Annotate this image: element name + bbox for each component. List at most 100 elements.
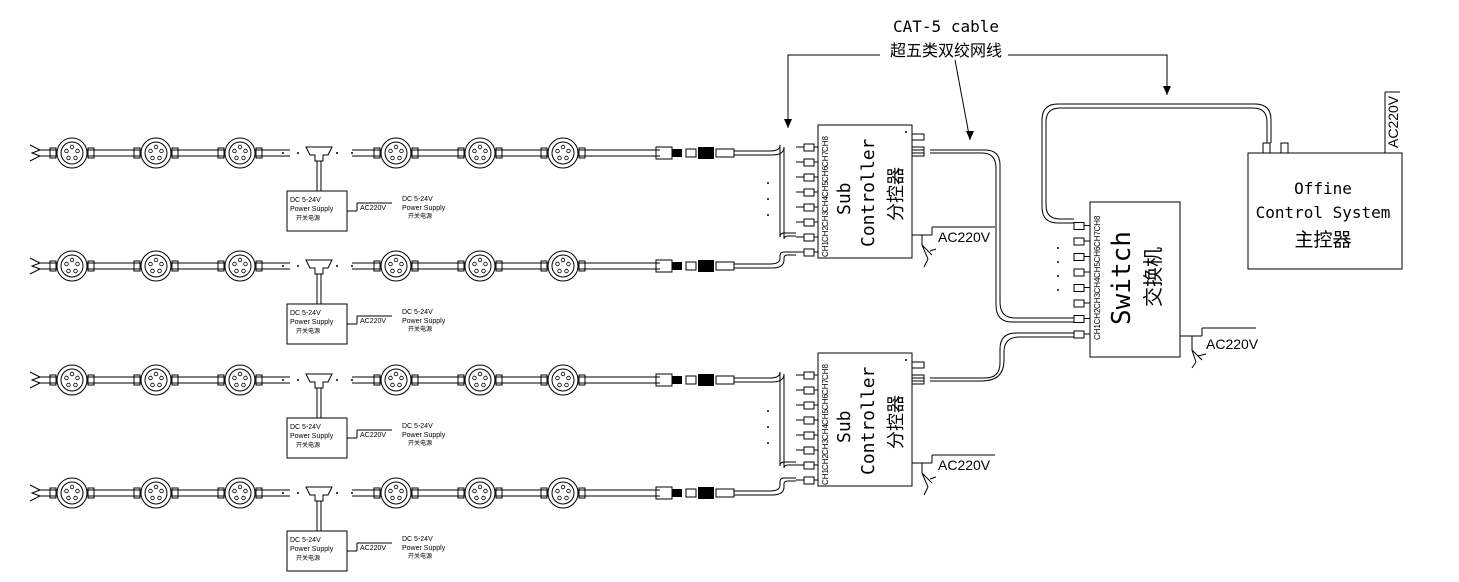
led-pixel	[133, 137, 179, 169]
switch-port: CH7	[1073, 230, 1102, 247]
sub-controller-label: Sub	[834, 182, 855, 215]
note-zh: 开关电源	[408, 552, 432, 560]
dot	[767, 182, 769, 184]
ps-label: Power Supply	[290, 546, 334, 553]
ps-ac: AC220V	[360, 318, 386, 325]
note-zh: 开关电源	[408, 325, 432, 333]
led-pixel	[133, 477, 179, 509]
ps-label: Power Supply	[290, 319, 334, 326]
network-cables	[930, 103, 1272, 382]
led-pixel	[373, 364, 419, 396]
dot	[1057, 289, 1059, 291]
switch-port: CH5	[1073, 261, 1102, 278]
switch-port: CH3	[1073, 292, 1102, 309]
sub-channel-label: CH5	[821, 408, 830, 425]
led-pixel	[540, 137, 586, 169]
waterproof-connector	[655, 259, 735, 273]
note-label: Power Supply	[402, 432, 446, 439]
note-zh: 开关电源	[408, 212, 432, 220]
led-pixel	[373, 137, 419, 169]
sub-controller-label: Sub	[834, 410, 855, 443]
ps-zh: 开关电源	[296, 214, 320, 222]
sub-channel-label: CH1	[821, 468, 830, 485]
led-pixel	[457, 250, 503, 282]
ps-voltage: DC 5-24V	[290, 197, 321, 204]
switch-channel-label: CH2	[1093, 308, 1102, 325]
note-label: Power Supply	[402, 205, 446, 212]
led-pixel	[457, 477, 503, 509]
note-zh: 开关电源	[408, 439, 432, 447]
dot	[767, 410, 769, 412]
ps-zh: 开关电源	[296, 554, 320, 562]
led-pixel	[133, 250, 179, 282]
led-pixel	[49, 250, 95, 282]
note-label: Power Supply	[402, 545, 446, 552]
sub-channel-label: CH4	[821, 195, 830, 212]
sub-channel-label: CH6	[821, 165, 830, 182]
switch-channel-label: CH5	[1093, 261, 1102, 278]
switch-port: CH6	[1073, 246, 1102, 263]
ps-label: Power Supply	[290, 433, 334, 440]
led-pixel	[540, 364, 586, 396]
waterproof-connector	[655, 146, 735, 160]
switch-power-label: AC220V	[1206, 336, 1259, 352]
cable-callout-arrows	[784, 54, 1171, 141]
sub-controller-power-label: AC220V	[938, 457, 991, 473]
note-voltage: DC 5-24V	[402, 423, 433, 430]
switch-port: CH1	[1073, 323, 1102, 340]
switch-channel-label: CH4	[1093, 277, 1102, 294]
sub-channel-label: CH6	[821, 393, 830, 410]
switch-channel-label: CH1	[1093, 323, 1102, 340]
cable-label-zh: 超五类双绞网线	[890, 42, 1002, 60]
sub-channel-label: CH7	[821, 150, 830, 167]
ps-ac: AC220V	[360, 545, 386, 552]
led-pixel	[217, 477, 263, 509]
note-voltage: DC 5-24V	[402, 309, 433, 316]
ps-zh: 开关电源	[296, 327, 320, 335]
sub-channel-label: CH4	[821, 423, 830, 440]
ps-voltage: DC 5-24V	[290, 537, 321, 544]
led-pixel	[540, 250, 586, 282]
sub-channel-label: CH3	[821, 210, 830, 227]
switch-port: CH8	[1073, 215, 1102, 232]
note-voltage: DC 5-24V	[402, 536, 433, 543]
led-pixel	[217, 364, 263, 396]
note-voltage: DC 5-24V	[402, 196, 433, 203]
switch-channel-label: CH8	[1093, 215, 1102, 232]
offline-power-label: AC220V	[1385, 95, 1401, 148]
dot	[1057, 275, 1059, 277]
led-pixel	[540, 477, 586, 509]
dot	[1057, 247, 1059, 249]
dot	[767, 426, 769, 428]
led-pixel	[373, 250, 419, 282]
led-pixel	[217, 250, 263, 282]
led-pixel	[457, 364, 503, 396]
switch-port: CH2	[1073, 308, 1102, 325]
switch-port: CH4	[1073, 277, 1102, 294]
led-pixel	[49, 477, 95, 509]
sub-controller-zh: 分控器	[886, 395, 906, 449]
sub-controller-power-label: AC220V	[938, 229, 991, 245]
sub-controller-label-2: Controller	[858, 366, 879, 475]
switch-label: Switch	[1107, 231, 1137, 325]
offline-zh: 主控器	[1294, 229, 1351, 251]
sub-channel-label: CH2	[821, 453, 830, 470]
led-pixel	[49, 364, 95, 396]
ps-zh: 开关电源	[296, 441, 320, 449]
ps-label: Power Supply	[290, 206, 334, 213]
note-label: Power Supply	[402, 318, 446, 325]
